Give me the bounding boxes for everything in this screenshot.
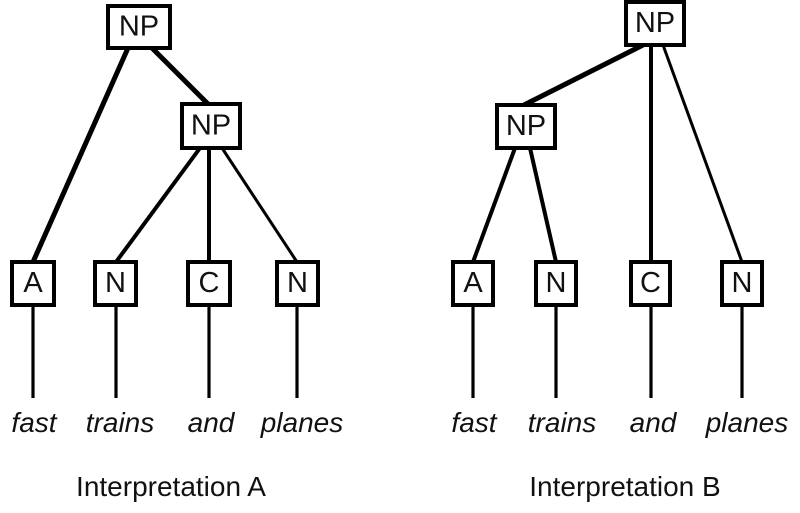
word-b-word-planes: planes	[705, 407, 789, 438]
node-box-b-pos-a	[451, 260, 495, 307]
node-box-a-pos-n1	[93, 260, 138, 307]
word-a-word-trains: trains	[86, 407, 154, 438]
tree-edge-b-edge-root-np	[522, 42, 645, 108]
node-a-pos-a: A	[10, 260, 56, 307]
node-label-b-pos-n2: N	[732, 267, 753, 299]
node-box-b-np-inner	[495, 103, 557, 150]
word-a-word-and: and	[188, 407, 236, 438]
node-label-a-pos-n2: N	[287, 267, 308, 299]
tree-edge-a-edge-root-np	[150, 46, 210, 106]
word-b-word-and: and	[630, 407, 678, 438]
word-a-word-planes: planes	[260, 407, 344, 438]
node-label-a-np-root: NP	[119, 11, 159, 43]
node-b-pos-a: A	[451, 260, 495, 307]
node-box-b-pos-c	[629, 260, 672, 307]
tree-edge-b-edge-np-n1	[528, 147, 558, 263]
node-b-pos-c: C	[629, 260, 672, 307]
node-label-a-pos-a: A	[23, 267, 43, 299]
node-a-np-root: NP	[106, 4, 172, 50]
node-box-b-np-root	[624, 0, 686, 47]
node-b-pos-n2: N	[720, 260, 764, 307]
node-a-pos-n1: N	[93, 260, 138, 307]
tree-edge-a-edge-np-n2	[220, 147, 299, 263]
node-label-a-pos-n1: N	[105, 267, 126, 299]
node-box-a-pos-n2	[275, 260, 320, 307]
node-b-pos-n1: N	[534, 260, 578, 307]
tree-edge-b-edge-np-a	[471, 147, 517, 263]
node-box-a-pos-a	[10, 260, 56, 307]
tree-edge-a-edge-np-n1	[114, 146, 202, 264]
node-label-b-pos-n1: N	[546, 267, 567, 299]
caption-interpretation-b: Interpretation B	[529, 471, 720, 502]
node-a-pos-n2: N	[275, 260, 320, 307]
node-label-a-pos-c: C	[199, 267, 220, 299]
node-box-a-np-inner	[180, 102, 242, 150]
node-label-b-pos-c: C	[640, 267, 661, 299]
word-b-word-trains: trains	[528, 407, 596, 438]
tree-edge-a-edge-root-a	[30, 46, 131, 264]
node-a-np-inner: NP	[180, 102, 242, 150]
node-b-np-root: NP	[624, 0, 686, 47]
node-box-a-np-root	[106, 4, 172, 50]
node-box-b-pos-n1	[534, 260, 578, 307]
node-label-a-np-inner: NP	[191, 110, 231, 142]
node-a-pos-c: C	[186, 260, 232, 307]
node-b-np-inner: NP	[495, 103, 557, 150]
node-box-a-pos-c	[186, 260, 232, 307]
node-box-b-pos-n2	[720, 260, 764, 307]
node-label-b-pos-a: A	[463, 267, 483, 299]
caption-interpretation-a: Interpretation A	[76, 471, 266, 502]
word-b-word-fast: fast	[451, 407, 497, 438]
tree-edge-b-edge-root-n2	[661, 44, 744, 263]
word-a-word-fast: fast	[11, 407, 57, 438]
node-label-b-np-inner: NP	[506, 110, 546, 142]
node-label-b-np-root: NP	[635, 7, 675, 39]
